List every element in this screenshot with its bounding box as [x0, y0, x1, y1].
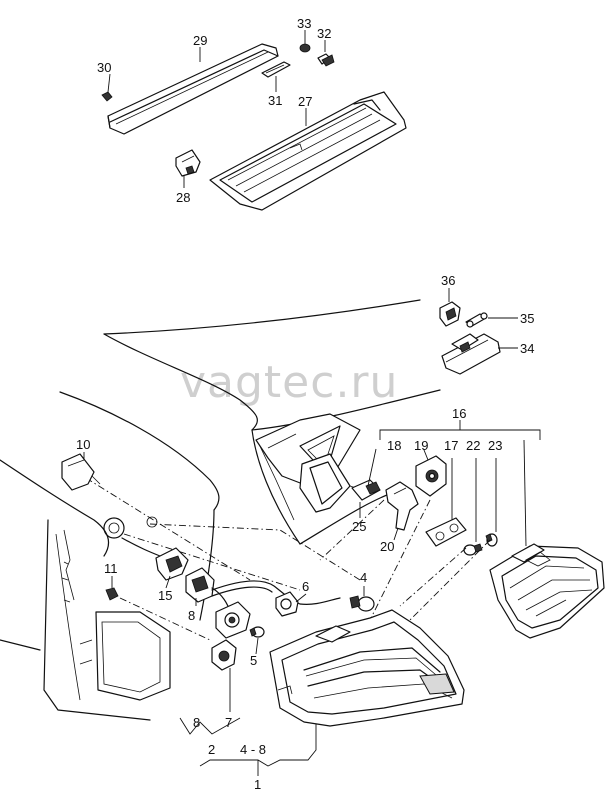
wiring-connector-part-10 — [61, 453, 101, 491]
bulb-part-22 — [463, 543, 483, 556]
bulb-part-23 — [485, 533, 498, 547]
label-16: 16 — [452, 406, 466, 421]
label-32: 32 — [317, 26, 331, 41]
label-25: 25 — [352, 519, 366, 534]
label-23: 23 — [488, 438, 502, 453]
label-4-8: 4 - 8 — [240, 742, 266, 757]
festoon-bulb-part-35 — [465, 312, 488, 328]
label-11: 11 — [104, 561, 118, 576]
label-19: 19 — [414, 438, 428, 453]
clip-part-33 — [299, 43, 311, 53]
label-1: 1 — [254, 777, 261, 792]
label-4: 4 — [360, 570, 367, 585]
label-34: 34 — [520, 341, 534, 356]
grommet-part-11 — [105, 587, 119, 601]
label-8-bottom: 8 — [193, 715, 200, 730]
wiring-harness-part-15 — [121, 537, 189, 581]
label-30: 30 — [97, 60, 111, 75]
label-31: 31 — [268, 93, 282, 108]
label-33: 33 — [297, 16, 311, 31]
screw-part-32 — [317, 53, 335, 67]
bulb-part-6 — [275, 591, 299, 617]
label-17: 17 — [444, 438, 458, 453]
bracket-part-28 — [175, 149, 201, 177]
bulb-holder-part-19 — [415, 455, 447, 497]
bulb-part-4 — [349, 595, 375, 612]
outer-tail-lamp — [269, 609, 465, 727]
lamp-housing-clip-part-36 — [439, 301, 461, 327]
wiring-harness-part-18 — [299, 453, 369, 513]
label-5: 5 — [250, 653, 257, 668]
high-mount-brake-light-part-27 — [209, 91, 407, 211]
part-labels: 29 30 33 32 31 27 28 36 35 34 16 18 19 1… — [76, 16, 534, 792]
rear-panel-opening — [79, 611, 171, 701]
license-plate-lamp-part-34 — [441, 333, 501, 375]
grommet-part-30 — [101, 91, 113, 102]
label-29: 29 — [193, 33, 207, 48]
label-27: 27 — [298, 94, 312, 109]
label-20: 20 — [380, 539, 394, 554]
connector-part-25 — [351, 479, 381, 501]
bulb-carrier-part-8 — [185, 567, 231, 613]
label-36: 36 — [441, 273, 455, 288]
bracket-part-20 — [385, 481, 419, 531]
label-6: 6 — [302, 579, 309, 594]
cover-gasket-part-31 — [261, 61, 291, 78]
label-15: 15 — [158, 588, 172, 603]
inner-tail-lamp — [489, 543, 605, 639]
bulb-socket-assembly — [215, 601, 251, 639]
high-mount-brake-light-cover — [107, 43, 279, 135]
label-28: 28 — [176, 190, 190, 205]
label-35: 35 — [520, 311, 534, 326]
watermark: vagtec.ru — [180, 357, 398, 408]
bulb-holder-part-7 — [211, 639, 237, 671]
gasket-part-17 — [425, 517, 467, 547]
bulb-part-5 — [249, 626, 265, 638]
label-2: 2 — [208, 742, 215, 757]
label-18: 18 — [387, 438, 401, 453]
label-8: 8 — [188, 608, 195, 623]
label-22: 22 — [466, 438, 480, 453]
label-7-bottom: 7 — [225, 715, 232, 730]
label-10: 10 — [76, 437, 90, 452]
